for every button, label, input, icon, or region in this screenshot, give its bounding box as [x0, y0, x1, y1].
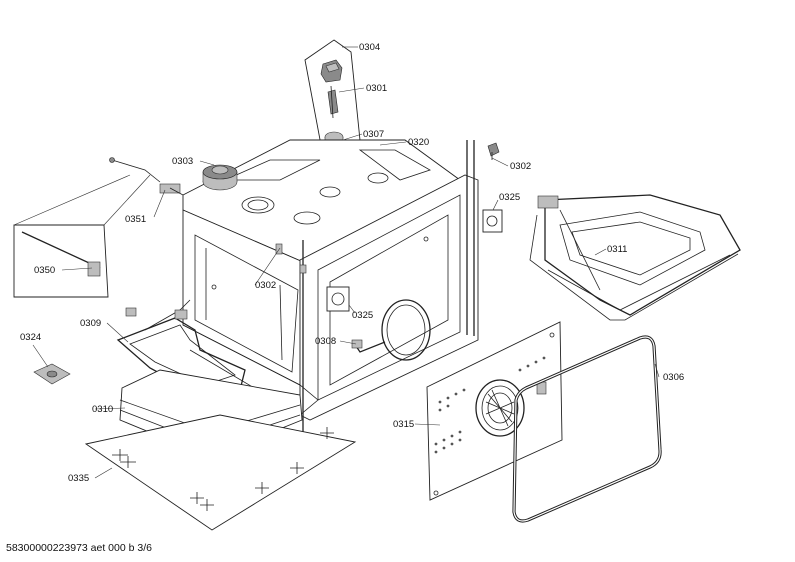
label-0301: 0301 — [366, 83, 387, 94]
small-spacer-part — [33, 363, 71, 385]
label-0325-right: 0325 — [499, 192, 520, 203]
label-0324: 0324 — [20, 332, 41, 343]
temperature-probe-part — [109, 157, 184, 196]
fan-motor-part — [202, 164, 238, 191]
label-0307: 0307 — [363, 129, 384, 140]
leader-lines — [32, 46, 660, 479]
label-0302-left: 0302 — [255, 280, 276, 291]
part-number-labels: 0304 0301 0307 0320 0303 0302 0325 0351 … — [20, 42, 684, 484]
hinge-pin-part — [487, 142, 500, 160]
sensor-part — [327, 85, 339, 119]
oven-cavity-assembly — [182, 139, 479, 435]
label-0302-right: 0302 — [510, 161, 531, 172]
document-footer-code: 58300000223973 aet 000 b 3/6 — [6, 542, 152, 554]
label-0303: 0303 — [172, 156, 193, 167]
label-0325-inner: 0325 — [352, 310, 373, 321]
fan-cover-panel — [426, 321, 563, 501]
base-plate-part — [84, 414, 357, 531]
lamp-cover-plate-inner — [326, 286, 350, 312]
label-0308: 0308 — [315, 336, 336, 347]
label-0351: 0351 — [125, 214, 146, 225]
label-0320: 0320 — [408, 137, 429, 148]
label-0335: 0335 — [68, 473, 89, 484]
fan-motor-cap-part — [320, 59, 343, 83]
label-0311: 0311 — [607, 244, 627, 255]
label-0304: 0304 — [359, 42, 380, 53]
label-0306: 0306 — [663, 372, 684, 383]
grill-heater-element — [529, 194, 741, 321]
top-parts-callout-panel — [304, 39, 362, 161]
lamp-cover-plate-right — [482, 209, 503, 233]
label-0315: 0315 — [393, 419, 414, 430]
label-0310: 0310 — [92, 404, 113, 415]
probe-callout-panel — [13, 174, 151, 298]
label-0350: 0350 — [34, 265, 55, 276]
door-seal-gasket — [512, 335, 662, 523]
ring-heater-element — [351, 299, 431, 361]
label-0309: 0309 — [80, 318, 101, 329]
